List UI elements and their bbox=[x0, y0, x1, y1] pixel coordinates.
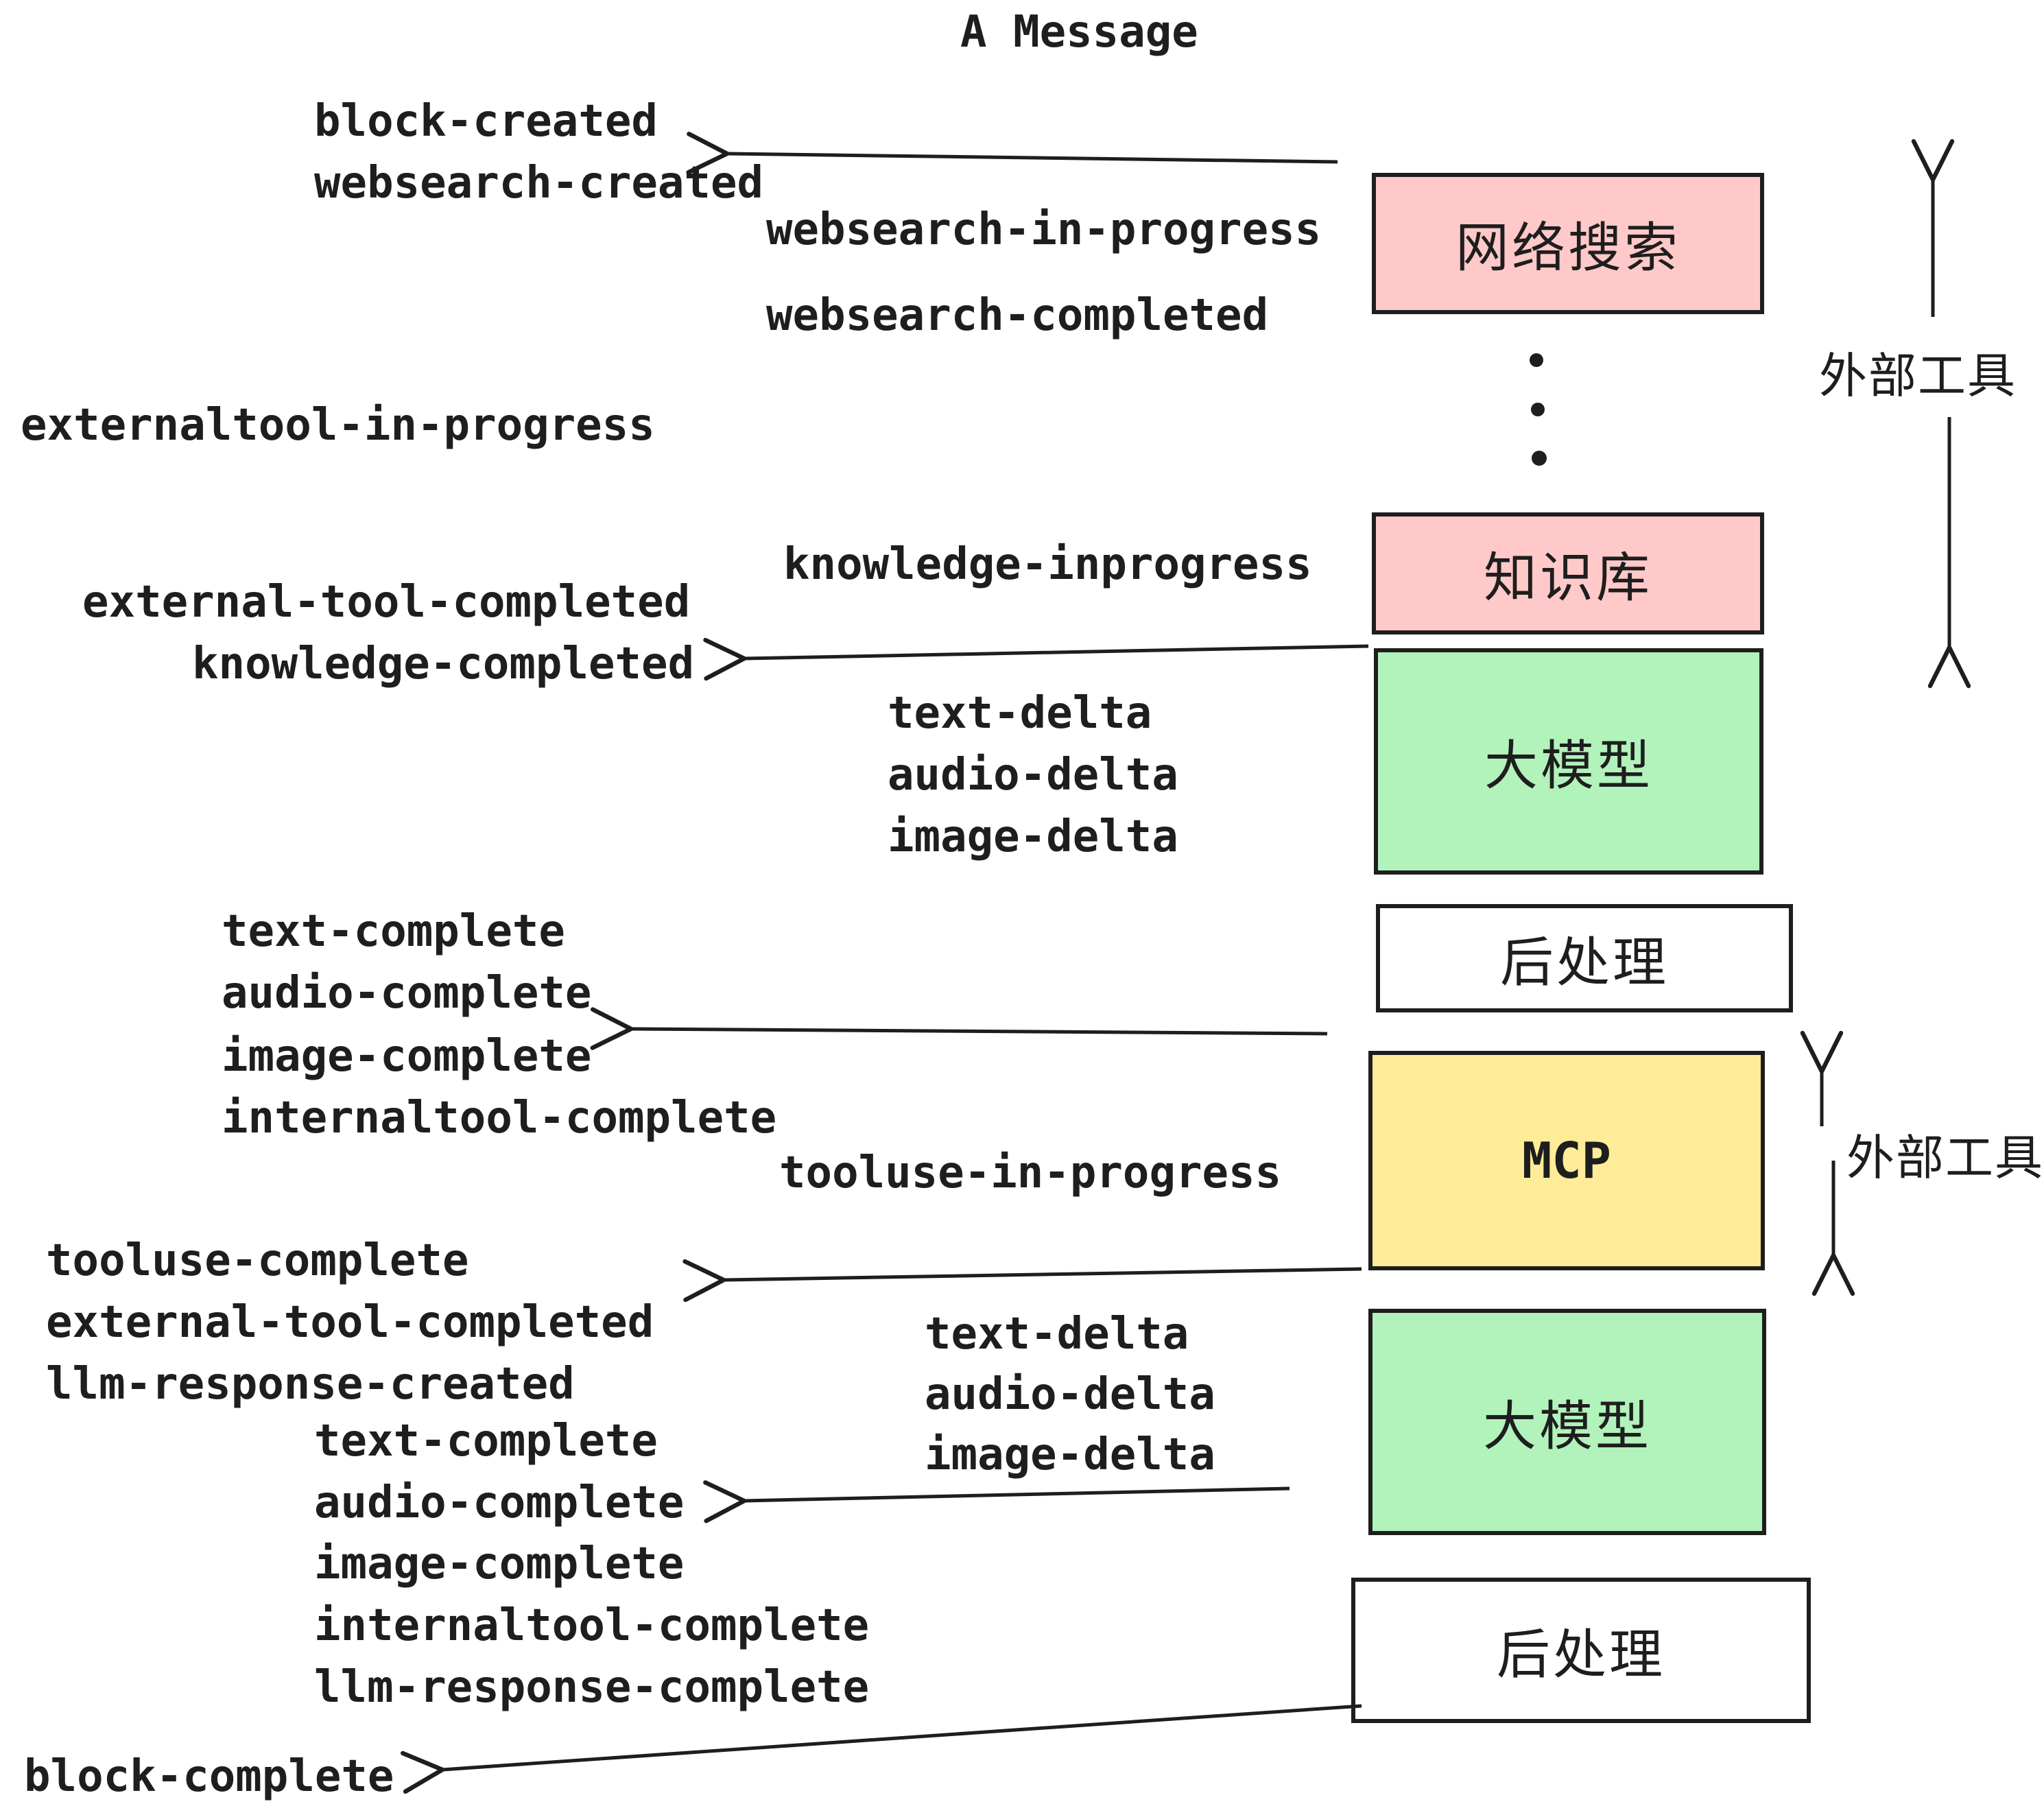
event-llm-response-complete: llm-response-complete bbox=[314, 1662, 870, 1713]
event-tooluse-complete: tooluse-complete bbox=[46, 1235, 469, 1286]
annotation-external-tools-1: 外部工具 bbox=[1819, 348, 2017, 404]
event-image-delta-2: image-delta bbox=[925, 1429, 1215, 1480]
event-tooluse-in-progress: tooluse-in-progress bbox=[779, 1148, 1282, 1198]
event-external-tool-completed: external-tool-completed bbox=[82, 577, 691, 628]
event-externaltool-in-progress: externaltool-in-progress bbox=[21, 400, 655, 451]
event-knowledge-inprogress: knowledge-inprogress bbox=[783, 539, 1312, 590]
event-block-created: block-created bbox=[314, 96, 658, 147]
box-llm-1: 大模型 bbox=[1374, 648, 1763, 875]
diagram-title: A Message bbox=[960, 7, 1198, 58]
event-image-complete-2: image-complete bbox=[314, 1539, 685, 1589]
arrow-websearch-created bbox=[686, 132, 1338, 175]
ellipsis-dots-icon bbox=[1530, 353, 1547, 466]
event-internaltool-complete: internaltool-complete bbox=[222, 1093, 777, 1143]
event-audio-delta-2: audio-delta bbox=[925, 1369, 1215, 1420]
event-audio-delta: audio-delta bbox=[888, 750, 1178, 800]
annotation-external-tools-2: 外部工具 bbox=[1846, 1130, 2044, 1186]
arrow-image-complete bbox=[590, 1007, 1328, 1050]
event-text-delta: text-delta bbox=[888, 688, 1152, 739]
event-text-complete-2: text-complete bbox=[314, 1416, 658, 1467]
event-audio-complete-2: audio-complete bbox=[314, 1477, 685, 1528]
event-websearch-in-progress: websearch-in-progress bbox=[766, 204, 1322, 255]
box-mcp: MCP bbox=[1368, 1051, 1765, 1270]
box-llm-1-label: 大模型 bbox=[1484, 735, 1653, 797]
event-text-complete: text-complete bbox=[222, 906, 565, 957]
event-websearch-completed: websearch-completed bbox=[766, 290, 1269, 341]
event-websearch-created: websearch-created bbox=[314, 158, 764, 209]
event-audio-complete: audio-complete bbox=[222, 968, 592, 1019]
box-postprocess-1-label: 后处理 bbox=[1499, 932, 1669, 994]
box-mcp-label: MCP bbox=[1521, 1132, 1612, 1189]
box-llm-2: 大模型 bbox=[1368, 1309, 1766, 1535]
arrow-knowledge-completed bbox=[703, 637, 1369, 681]
box-llm-2-label: 大模型 bbox=[1482, 1396, 1652, 1458]
arrow-block-complete bbox=[400, 1704, 1362, 1794]
arrow-audio-complete bbox=[703, 1480, 1290, 1523]
box-postprocess-2: 后处理 bbox=[1351, 1578, 1811, 1723]
box-postprocess-2-label: 后处理 bbox=[1496, 1624, 1665, 1686]
box-websearch: 网络搜索 bbox=[1372, 173, 1764, 314]
event-knowledge-completed: knowledge-completed bbox=[192, 639, 695, 689]
event-image-complete: image-complete bbox=[222, 1031, 592, 1082]
arrow-tooluse-complete bbox=[682, 1259, 1362, 1303]
box-postprocess-1: 后处理 bbox=[1376, 904, 1793, 1012]
event-text-delta-2: text-delta bbox=[925, 1309, 1189, 1360]
box-knowledge-label: 知识库 bbox=[1483, 547, 1652, 609]
box-websearch-label: 网络搜索 bbox=[1455, 217, 1680, 279]
event-llm-response-created: llm-response-created bbox=[46, 1359, 575, 1410]
event-block-complete: block-complete bbox=[24, 1751, 394, 1802]
event-image-delta: image-delta bbox=[888, 811, 1178, 862]
event-internaltool-complete-2: internaltool-complete bbox=[314, 1600, 870, 1651]
event-external-tool-completed-2: external-tool-completed bbox=[46, 1297, 654, 1348]
box-knowledge: 知识库 bbox=[1372, 512, 1764, 634]
